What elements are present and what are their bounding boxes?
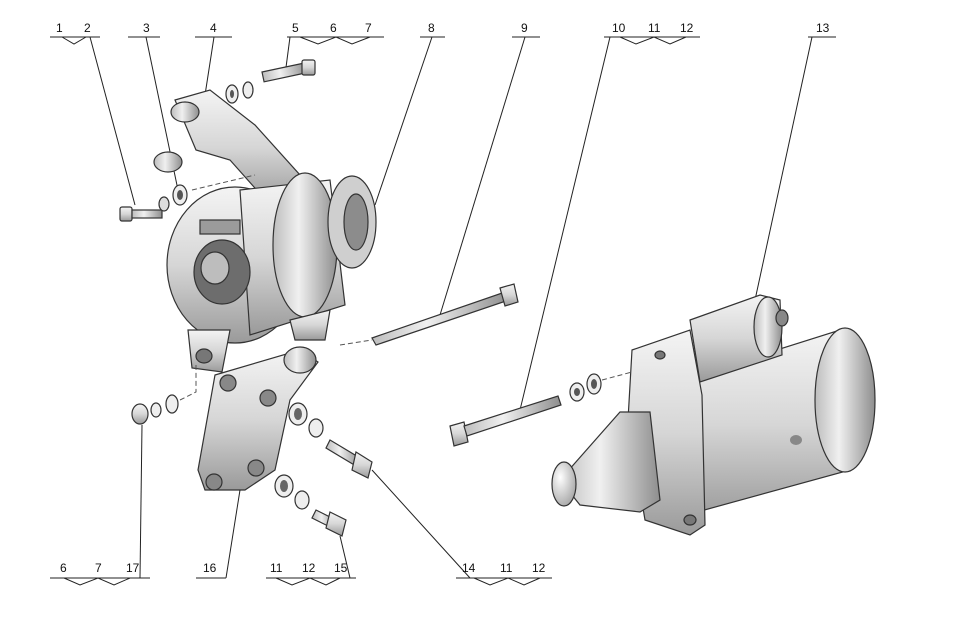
callout-4: 4 (210, 21, 217, 35)
leader-1 (89, 36, 136, 206)
callout-7: 7 (365, 21, 372, 35)
washers-11-12-lower (274, 474, 310, 510)
bolt-10 (449, 395, 562, 447)
washer-6 (225, 84, 239, 104)
bolt-15 (311, 509, 347, 537)
callout-6: 6 (330, 21, 337, 35)
callout-8: 8 (428, 21, 435, 35)
callout-5: 5 (292, 21, 299, 35)
starter-motor-assembly (551, 294, 876, 536)
callout-11-right: 11 (500, 561, 513, 575)
washer-7 (242, 81, 254, 99)
callout-group-8: 8 (374, 21, 445, 206)
callout-12-right: 12 (532, 561, 546, 575)
bolt-5 (261, 59, 316, 83)
washers-11-12-upper (288, 402, 324, 438)
callout-12-bottom: 12 (302, 561, 316, 575)
callout-11-bottom: 11 (270, 561, 283, 575)
callout-1: 1 (56, 21, 63, 35)
washer-7-lower (165, 394, 179, 414)
washer-3 (172, 184, 188, 206)
callout-group-14-12: 14 11 12 (371, 469, 552, 586)
callout-3: 3 (143, 21, 150, 35)
callout-group-13: 13 (754, 21, 836, 301)
callout-14: 14 (462, 561, 476, 575)
washer-2 (158, 196, 170, 212)
callout-9: 9 (521, 21, 528, 35)
bolt-1 (119, 206, 163, 222)
lower-mounting-bracket (197, 346, 319, 491)
callout-13: 13 (816, 21, 830, 35)
callout-2: 2 (84, 21, 91, 35)
callout-group-bottom-left: 6 7 17 (50, 424, 150, 586)
bolt-14 (325, 439, 373, 479)
callout-6-bottom: 6 (60, 561, 67, 575)
callout-7-bottom: 7 (95, 561, 102, 575)
washer-12-starter (586, 373, 602, 395)
nut-17 (131, 403, 149, 425)
callout-15: 15 (334, 561, 348, 575)
washer-6-lower (150, 402, 162, 418)
washer-11-starter (569, 382, 585, 402)
alternator-assembly (153, 89, 377, 373)
callout-10: 10 (612, 21, 626, 35)
callout-group-10-12: 10 11 12 (519, 21, 700, 411)
callout-group-11-15: 11 12 15 (266, 535, 356, 586)
callout-11: 11 (648, 21, 661, 35)
leader-4 (204, 36, 215, 96)
callout-12: 12 (680, 21, 694, 35)
callout-16: 16 (203, 561, 217, 575)
callout-17: 17 (126, 561, 140, 575)
callout-group-9: 9 (439, 21, 540, 316)
long-bolt-9 (339, 283, 519, 346)
callout-group-16: 16 (196, 489, 241, 579)
